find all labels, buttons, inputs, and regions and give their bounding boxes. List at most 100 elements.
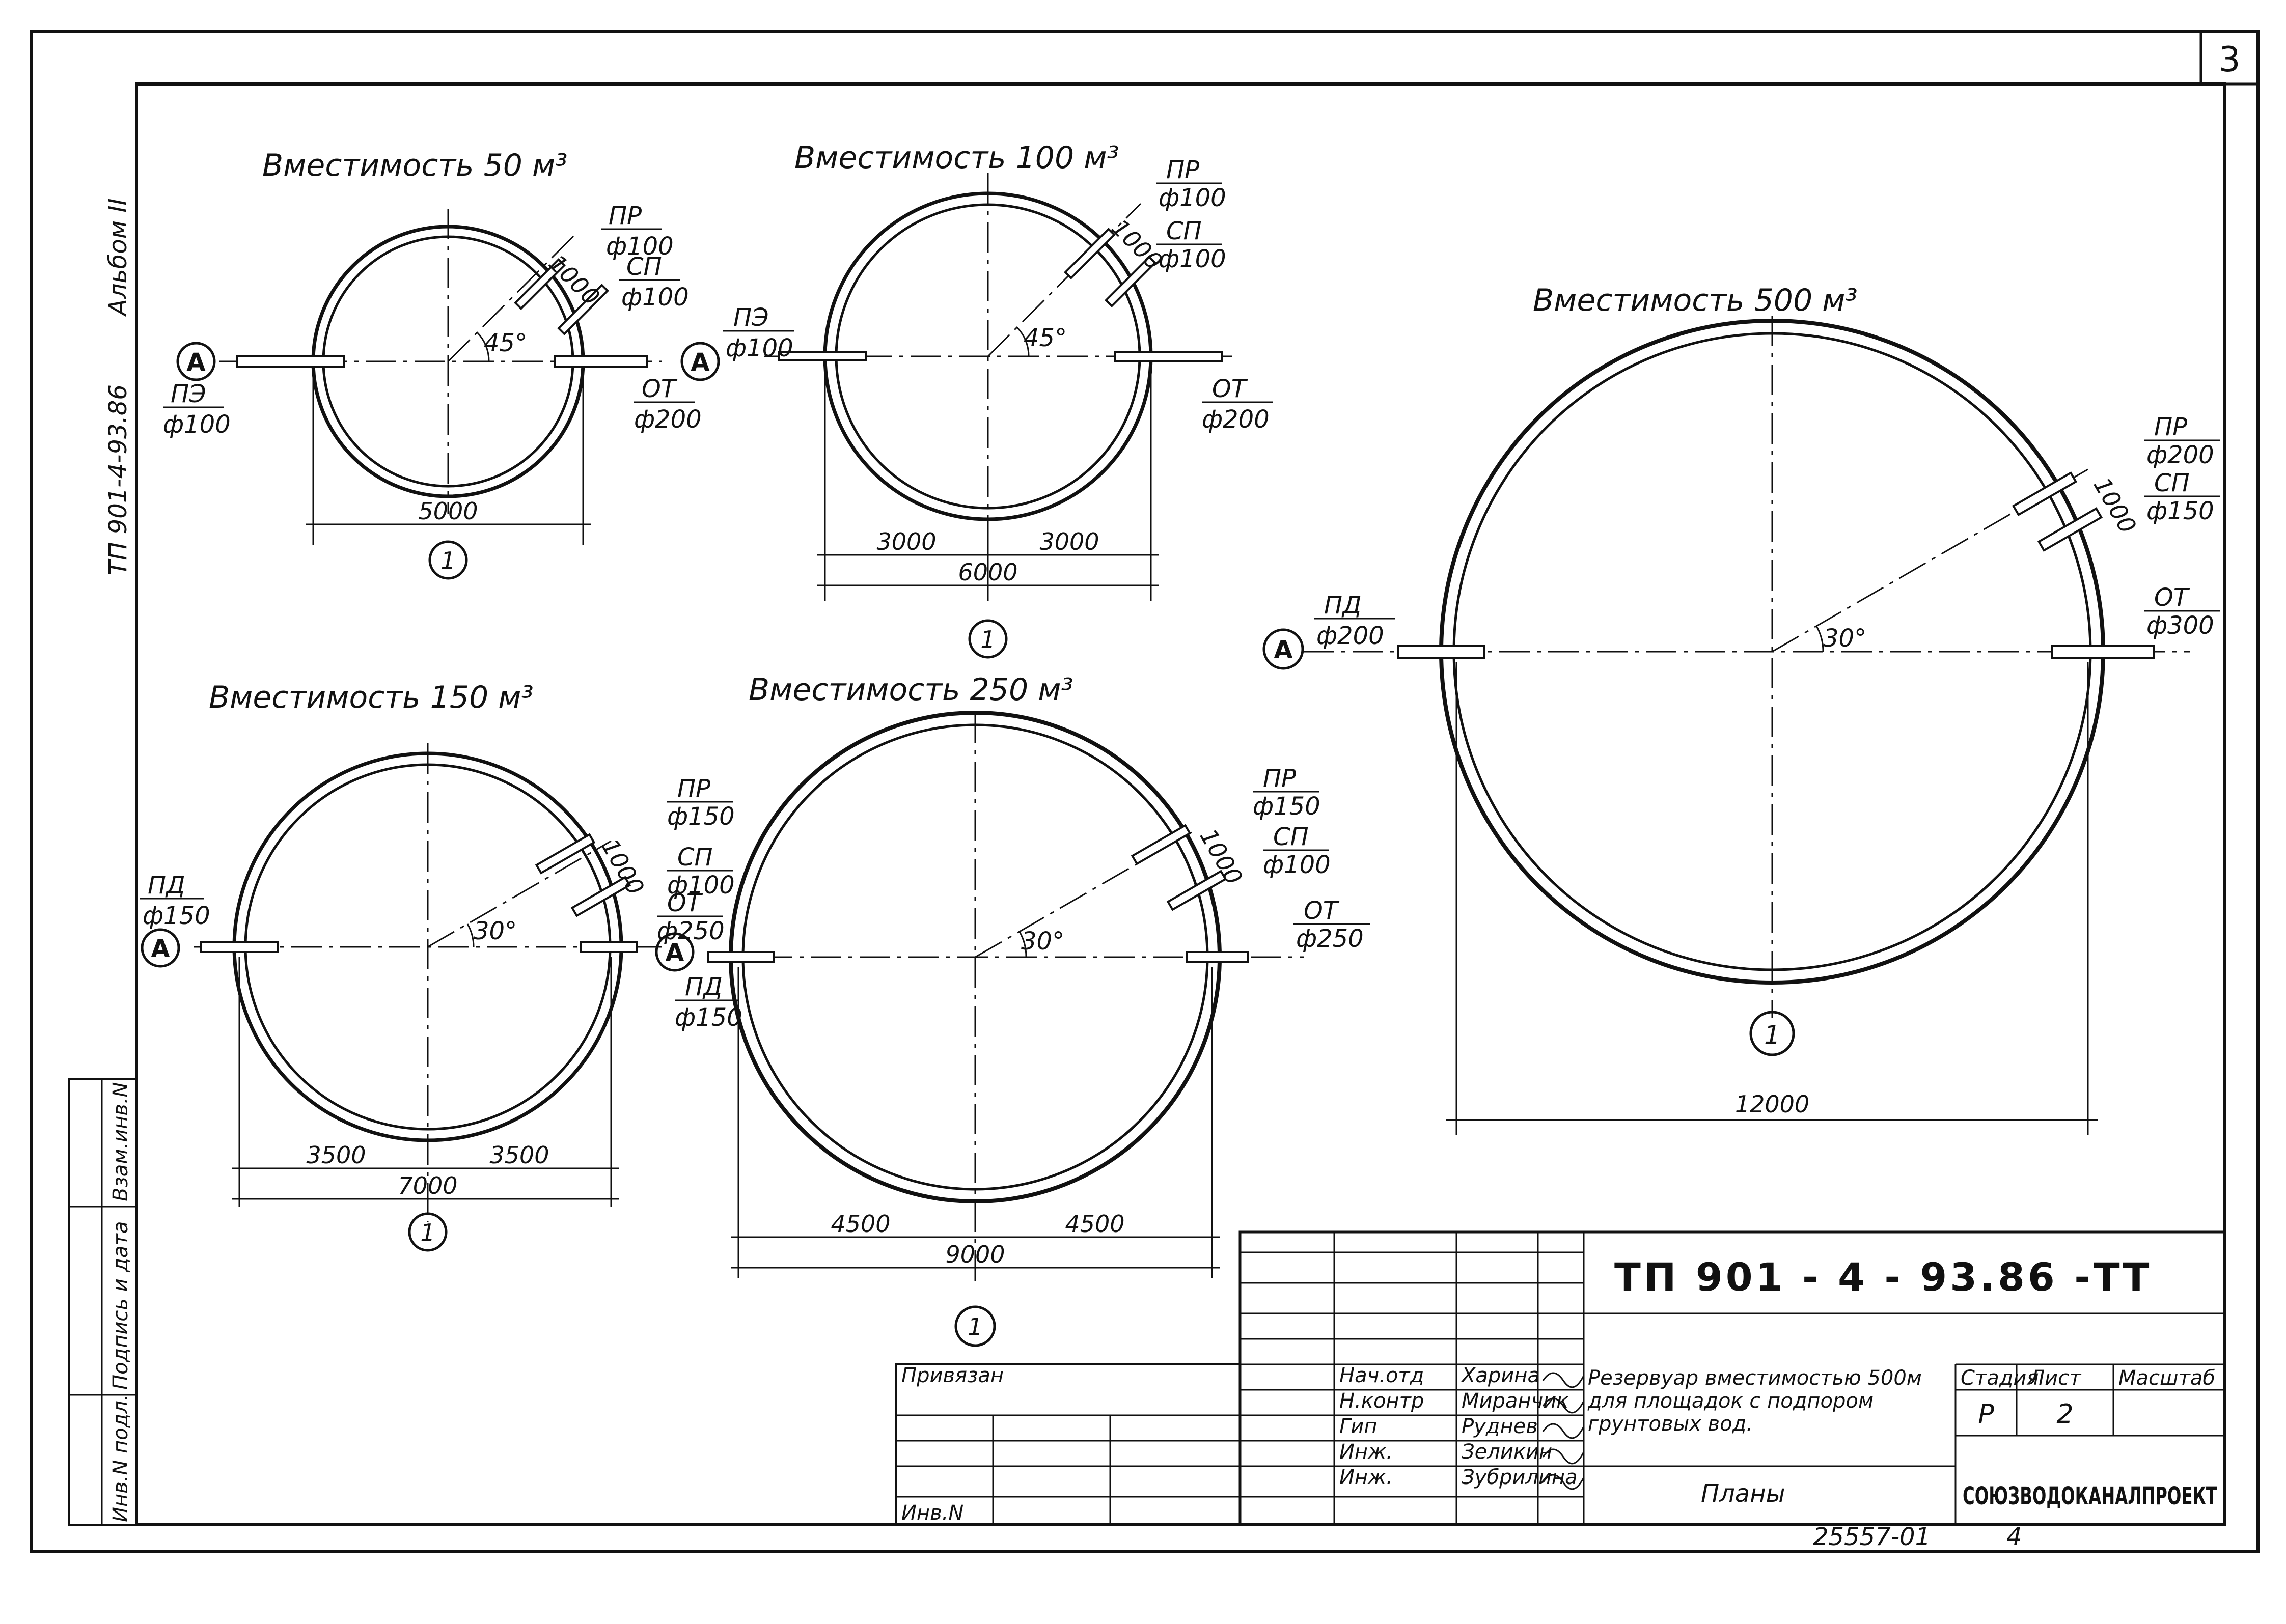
svg-text:Миранчик: Миранчик <box>1462 1389 1568 1413</box>
inner-frame <box>135 82 2226 1526</box>
nozzle-pd <box>1397 645 1485 659</box>
svg-text:1: 1 <box>440 547 455 574</box>
svg-text:ф200: ф200 <box>1316 622 1384 650</box>
archive-sheet: 4 <box>2006 1523 2022 1551</box>
svg-text:4500: 4500 <box>831 1210 890 1238</box>
svg-text:А: А <box>186 348 205 377</box>
svg-text:ф100: ф100 <box>606 232 674 261</box>
svg-text:А: А <box>1274 636 1292 664</box>
svg-text:12000: 12000 <box>1735 1090 1809 1118</box>
sheet-value: 2 <box>2056 1399 2073 1430</box>
svg-text:3500: 3500 <box>306 1141 366 1169</box>
svg-text:5000: 5000 <box>418 497 478 525</box>
svg-text:4500: 4500 <box>1065 1210 1124 1238</box>
svg-text:1000: 1000 <box>1194 824 1248 889</box>
svg-text:45°: 45° <box>484 329 527 357</box>
svg-text:ПР: ПР <box>1166 156 1199 184</box>
reservoir-title: Вместимость 100 м³ <box>794 140 1119 176</box>
svg-text:1: 1 <box>1764 1020 1780 1050</box>
svg-text:ф200: ф200 <box>1202 405 1270 434</box>
svg-text:Нач.отд: Нач.отд <box>1339 1364 1424 1387</box>
svg-text:ПД: ПД <box>1324 591 1362 620</box>
section-mark-a <box>141 928 180 968</box>
svg-text:ПЭ: ПЭ <box>733 303 769 332</box>
drawing-code: ТП 901 - 4 - 93.86 -ТТ <box>1614 1254 2152 1300</box>
nozzle-ot <box>1114 351 1223 362</box>
svg-text:ф150: ф150 <box>1253 792 1320 821</box>
nozzle-ot <box>1186 951 1249 963</box>
description-line-2: для площадок с подпором <box>1587 1389 1874 1413</box>
svg-text:Харина: Харина <box>1461 1364 1540 1387</box>
sheet-title: Планы <box>1701 1479 1785 1508</box>
svg-text:ПР: ПР <box>1263 764 1296 793</box>
nozzle-ot <box>554 355 648 368</box>
svg-text:ПД: ПД <box>685 973 723 1001</box>
svg-text:ПР: ПР <box>609 202 642 230</box>
svg-text:ОТ: ОТ <box>642 375 678 403</box>
svg-text:ПД: ПД <box>148 871 185 900</box>
svg-text:А: А <box>691 348 709 377</box>
svg-text:3500: 3500 <box>489 1141 549 1169</box>
reservoir-title: Вместимость 150 м³ <box>209 680 534 715</box>
nozzle-ot <box>2051 645 2155 659</box>
svg-text:Зеликин: Зеликин <box>1462 1440 1552 1464</box>
reservoir-title: Вместимость 50 м³ <box>262 148 567 183</box>
reservoir-250: Вместимость 250 м³ 30° А ПД ф150 ПР ф150… <box>655 672 1370 1347</box>
svg-text:ф100: ф100 <box>1263 851 1331 879</box>
svg-text:ф150: ф150 <box>2146 497 2214 525</box>
binding-label: Привязан <box>901 1364 1004 1387</box>
side-columns: Взам.инв.N Подпись и дата Инв.N подл. <box>68 1078 137 1526</box>
svg-text:ОТ: ОТ <box>667 889 703 917</box>
description-line-1: Резервуар вместимостью 500м <box>1588 1366 1922 1390</box>
svg-text:1: 1 <box>968 1313 982 1340</box>
signature <box>1542 1397 1585 1414</box>
svg-text:ф300: ф300 <box>2146 611 2214 640</box>
svg-text:СП: СП <box>1273 823 1309 851</box>
svg-text:ф250: ф250 <box>1296 925 1364 953</box>
svg-text:30°: 30° <box>474 917 517 945</box>
svg-text:СП: СП <box>677 843 713 872</box>
svg-text:1: 1 <box>980 626 995 653</box>
svg-text:Инж.: Инж. <box>1339 1466 1393 1489</box>
nozzle-pe <box>778 351 867 361</box>
reservoir-50: Вместимость 50 м³ 45° А ПЭ ф100 ПР ф100 … <box>163 148 702 580</box>
side-col-1: Взам.инв.N <box>109 1082 132 1201</box>
description-line-3: грунтовых вод. <box>1588 1412 1753 1436</box>
svg-text:7000: 7000 <box>398 1172 457 1199</box>
side-col-2: Подпись и дата <box>109 1221 132 1390</box>
svg-text:6000: 6000 <box>958 558 1017 586</box>
svg-text:Масштаб: Масштаб <box>2118 1366 2215 1390</box>
svg-text:ПЭ: ПЭ <box>171 380 206 408</box>
svg-text:ф100: ф100 <box>163 410 231 439</box>
sheet-number: 3 <box>2218 40 2240 80</box>
reservoir-title: Вместимость 500 м³ <box>1533 283 1858 318</box>
binding-block: Привязан Инв.N <box>895 1363 1241 1526</box>
sheet-number-box: 3 <box>2199 30 2260 86</box>
svg-text:Стадия: Стадия <box>1961 1366 2039 1390</box>
archive-number: 25557-01 <box>1813 1523 1931 1551</box>
svg-text:Н.контр: Н.контр <box>1339 1389 1424 1413</box>
section-mark-a <box>655 932 695 972</box>
svg-text:ОТ: ОТ <box>1304 897 1340 925</box>
section-mark-a <box>176 342 216 381</box>
svg-text:СП: СП <box>2154 469 2190 497</box>
reservoir-500: Вместимость 500 м³ 30° А ПД ф200 ПР ф200… <box>1262 283 2220 1135</box>
svg-text:ф100: ф100 <box>1159 184 1226 212</box>
svg-text:СП: СП <box>626 253 662 281</box>
svg-text:А: А <box>665 939 684 967</box>
side-col-3: Инв.N подл. <box>109 1394 132 1522</box>
svg-text:ф150: ф150 <box>143 902 210 930</box>
svg-text:9000: 9000 <box>945 1241 1005 1268</box>
svg-text:ф150: ф150 <box>675 1003 742 1032</box>
svg-text:А: А <box>151 935 170 963</box>
svg-text:3000: 3000 <box>876 528 936 555</box>
svg-text:ф100: ф100 <box>667 871 735 900</box>
svg-text:ф100: ф100 <box>621 283 689 312</box>
inventory-label: Инв.N <box>901 1501 963 1525</box>
svg-text:ОТ: ОТ <box>1212 375 1248 403</box>
nozzle-pd <box>200 941 279 953</box>
svg-text:Руднев: Руднев <box>1462 1415 1538 1438</box>
org-name: СОЮЗВОДОКАНАЛПРОЕКТ <box>1963 1482 2217 1510</box>
side-stamp-code: ТП 901-4-93.86 <box>104 384 132 575</box>
